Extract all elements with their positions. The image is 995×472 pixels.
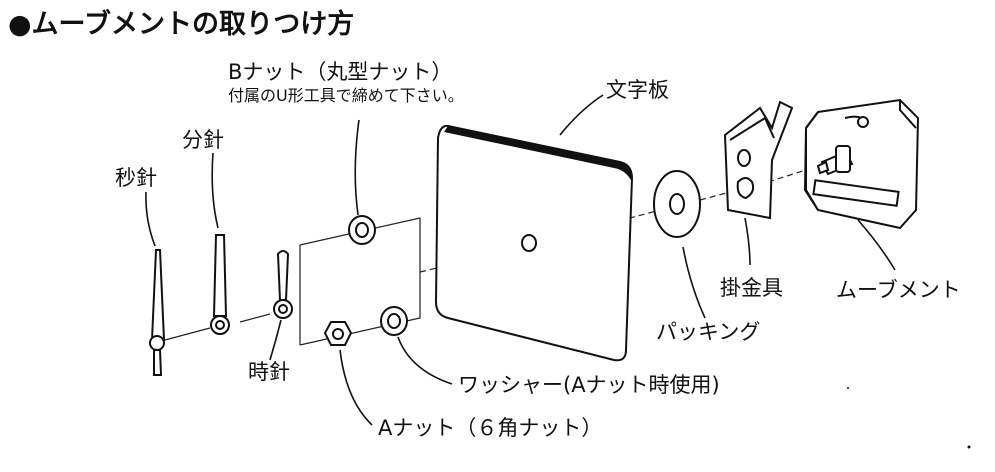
- page-title: ●ムーブメントの取りつけ方: [8, 9, 355, 40]
- a-nut: [323, 321, 353, 346]
- label-washer: ワッシャー(Aナット時使用): [458, 373, 720, 397]
- label-movement: ムーブメント: [836, 278, 961, 302]
- label-b-nut-note: 付属のU形工具で締めて下さい。: [228, 86, 464, 105]
- hanger-bracket: [723, 100, 794, 220]
- minute-hand: [210, 234, 230, 335]
- b-nut: [348, 215, 376, 245]
- label-dial: 文字板: [606, 78, 669, 102]
- leader-lines: [145, 94, 896, 426]
- packing: [653, 170, 701, 238]
- label-second-hand: 秒針: [115, 166, 157, 190]
- scan-dot: [967, 445, 971, 449]
- label-minute-hand: 分針: [182, 128, 224, 152]
- label-b-nut: Bナット（丸型ナット）: [228, 60, 453, 84]
- label-a-nut: Aナット（６角ナット）: [378, 416, 603, 440]
- movement-unit: [803, 98, 920, 230]
- dial-plate: [434, 124, 634, 362]
- hour-hand: [273, 250, 293, 319]
- label-hanger: 掛金具: [720, 276, 783, 300]
- label-packing: パッキング: [656, 320, 761, 344]
- label-hour-hand: 時針: [248, 360, 290, 384]
- scan-dot: [847, 387, 849, 389]
- second-hand: [149, 249, 166, 376]
- washer: [380, 306, 408, 336]
